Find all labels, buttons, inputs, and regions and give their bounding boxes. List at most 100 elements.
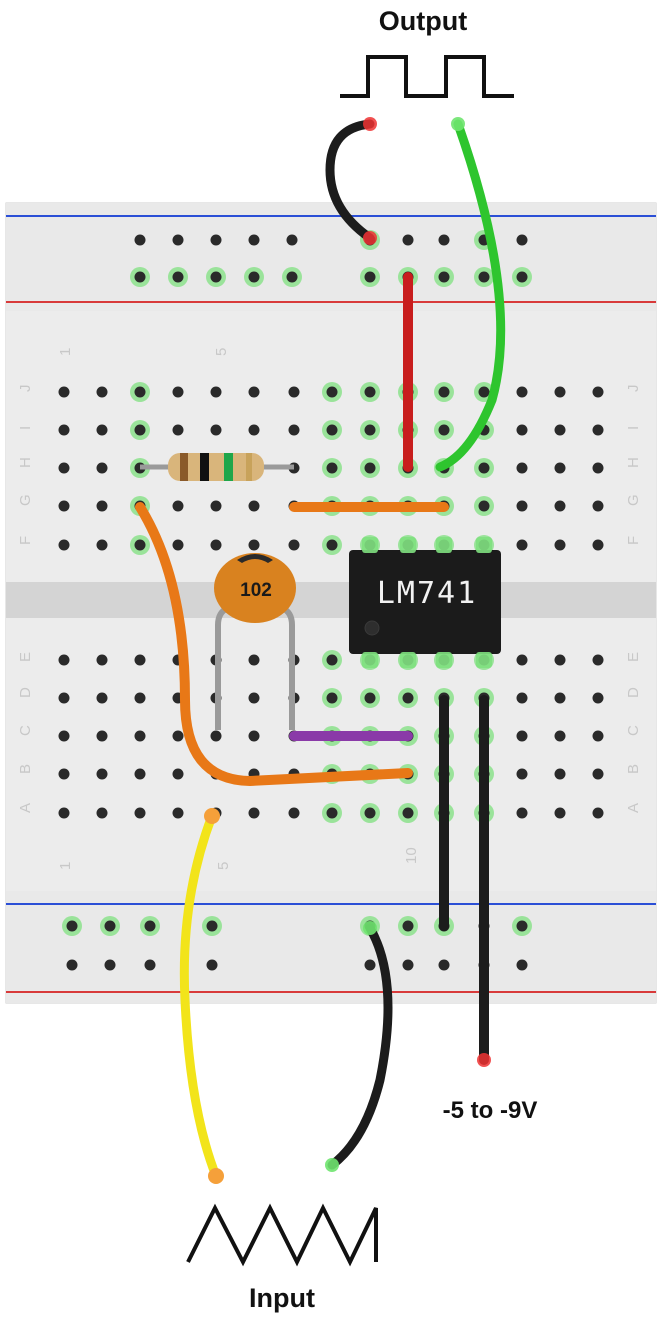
breadboard-hole bbox=[402, 920, 414, 932]
breadboard-hole bbox=[172, 730, 184, 742]
breadboard-hole bbox=[172, 807, 184, 819]
breadboard-hole bbox=[554, 424, 566, 436]
row-letter-h-right: H bbox=[625, 457, 642, 468]
breadboard-hole bbox=[402, 692, 414, 704]
row-letter-a: A bbox=[17, 803, 34, 813]
breadboard-hole bbox=[478, 500, 490, 512]
breadboard-hole bbox=[516, 424, 528, 436]
breadboard-hole bbox=[364, 271, 376, 283]
row-letter-c: C bbox=[17, 725, 34, 736]
breadboard-hole bbox=[172, 500, 184, 512]
lm741-chip: LM741 bbox=[349, 537, 501, 668]
capacitor-label: 102 bbox=[240, 580, 272, 601]
pin1-notch-icon bbox=[364, 620, 380, 636]
breadboard-hole bbox=[134, 654, 146, 666]
row-letter-d: D bbox=[17, 687, 34, 698]
breadboard-hole bbox=[134, 539, 146, 551]
breadboard-hole bbox=[210, 424, 222, 436]
chip-pin bbox=[400, 652, 416, 668]
breadboard-hole bbox=[288, 424, 300, 436]
breadboard-hole bbox=[516, 539, 528, 551]
breadboard-hole bbox=[210, 539, 222, 551]
breadboard-hole bbox=[248, 807, 260, 819]
column-number-5-top: 5 bbox=[213, 348, 230, 356]
breadboard-hole bbox=[96, 539, 108, 551]
breadboard-hole bbox=[516, 692, 528, 704]
black-input-return-wire bbox=[327, 923, 393, 1170]
center-channel bbox=[6, 582, 656, 618]
breadboard-hole bbox=[438, 386, 450, 398]
breadboard-hole bbox=[554, 768, 566, 780]
chip-pin bbox=[400, 537, 416, 553]
row-letter-f: F bbox=[17, 536, 34, 545]
yellow-input-wire bbox=[179, 811, 221, 1181]
output-label: Output bbox=[379, 6, 467, 36]
breadboard-hole bbox=[58, 386, 70, 398]
breadboard-hole bbox=[288, 386, 300, 398]
row-letter-j: J bbox=[17, 385, 34, 393]
breadboard-hole bbox=[210, 386, 222, 398]
breadboard-hole bbox=[326, 807, 338, 819]
breadboard-hole bbox=[516, 959, 528, 971]
breadboard-hole bbox=[58, 500, 70, 512]
row-letter-b: B bbox=[17, 764, 34, 774]
orange-input-wire bbox=[135, 502, 413, 787]
chip-pin bbox=[362, 537, 378, 553]
row-letter-i-right: I bbox=[625, 426, 642, 430]
column-number-10-bottom: 10 bbox=[403, 847, 420, 864]
breadboard-hole bbox=[96, 500, 108, 512]
breadboard-hole bbox=[96, 424, 108, 436]
breadboard-hole bbox=[516, 768, 528, 780]
column-number-1-bottom: 1 bbox=[57, 862, 74, 870]
breadboard-hole bbox=[478, 462, 490, 474]
breadboard-hole bbox=[134, 234, 146, 246]
row-letter-b-right: B bbox=[625, 764, 642, 774]
row-letter-i: I bbox=[17, 426, 34, 430]
row-letter-j-right: J bbox=[625, 385, 642, 393]
breadboard-markings: J I H G F E D C B A J I H G F E D C B A … bbox=[17, 348, 642, 870]
breadboard-hole bbox=[516, 920, 528, 932]
breadboard-hole bbox=[592, 730, 604, 742]
breadboard-hole bbox=[134, 807, 146, 819]
breadboard-hole bbox=[66, 920, 78, 932]
breadboard-hole bbox=[288, 539, 300, 551]
breadboard-hole bbox=[286, 271, 298, 283]
breadboard-hole bbox=[104, 959, 116, 971]
breadboard-hole bbox=[516, 500, 528, 512]
breadboard-hole bbox=[516, 271, 528, 283]
breadboard-hole bbox=[96, 692, 108, 704]
breadboard-hole bbox=[364, 424, 376, 436]
breadboard-hole bbox=[248, 271, 260, 283]
breadboard-hole bbox=[554, 730, 566, 742]
chip-label: LM741 bbox=[377, 576, 477, 611]
breadboard-hole bbox=[96, 807, 108, 819]
column-number-1-top: 1 bbox=[57, 348, 74, 356]
breadboard-hole bbox=[554, 654, 566, 666]
breadboard-hole bbox=[58, 730, 70, 742]
ceramic-capacitor: 102 bbox=[214, 553, 296, 730]
breadboard-hole bbox=[592, 539, 604, 551]
chip-pin bbox=[436, 652, 452, 668]
breadboard bbox=[5, 202, 657, 1004]
breadboard-hole bbox=[438, 271, 450, 283]
breadboard-hole bbox=[554, 539, 566, 551]
breadboard-hole bbox=[364, 692, 376, 704]
row-letter-f-right: F bbox=[625, 536, 642, 545]
input-triangle-waveform-icon bbox=[186, 1203, 378, 1267]
breadboard-hole bbox=[326, 462, 338, 474]
row-letter-g: G bbox=[17, 494, 34, 506]
breadboard-hole bbox=[592, 386, 604, 398]
row-letter-e: E bbox=[17, 652, 34, 662]
breadboard-hole bbox=[478, 271, 490, 283]
breadboard-hole bbox=[326, 386, 338, 398]
breadboard-hole bbox=[58, 807, 70, 819]
breadboard-hole bbox=[172, 768, 184, 780]
wires bbox=[135, 119, 506, 1181]
breadboard-hole bbox=[96, 730, 108, 742]
breadboard-hole bbox=[554, 807, 566, 819]
row-letter-e-right: E bbox=[625, 652, 642, 662]
breadboard-hole bbox=[288, 807, 300, 819]
breadboard-hole bbox=[592, 692, 604, 704]
breadboard-hole bbox=[516, 234, 528, 246]
breadboard-hole bbox=[134, 730, 146, 742]
